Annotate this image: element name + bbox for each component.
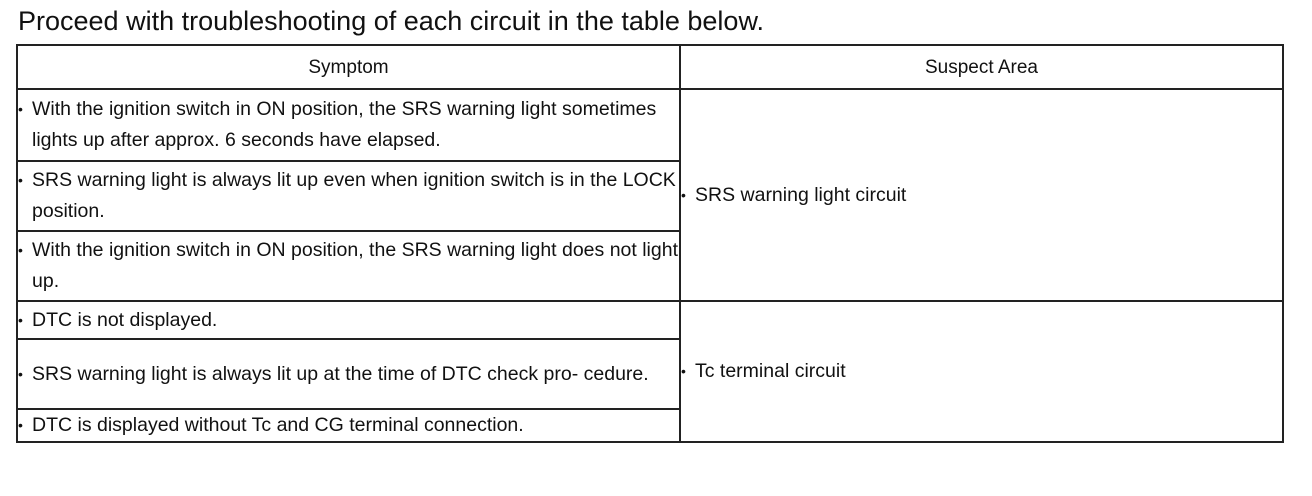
symptom-cell: • With the ignition switch in ON positio…: [16, 230, 681, 302]
symptom-text: With the ignition switch in ON position,…: [32, 239, 678, 292]
table-row: • SRS warning light is always lit up eve…: [16, 160, 1283, 232]
suspect-area-cell: • SRS warning light circuit: [679, 88, 1284, 302]
table-header-row: Symptom Suspect Area: [16, 44, 1284, 90]
symptom-cell: • SRS warning light is always lit up eve…: [16, 160, 681, 232]
suspect-area-column-header: Suspect Area: [679, 44, 1284, 90]
table-row: • DTC is not displayed. • Tc terminal ci…: [16, 300, 1284, 443]
suspect-area-cell: • Tc terminal circuit: [679, 300, 1284, 443]
table-row: • SRS warning light is always lit up at …: [16, 338, 1283, 410]
bullet-icon: •: [18, 172, 23, 188]
bullet-icon: •: [18, 242, 23, 258]
symptom-text: SRS warning light is always lit up even …: [32, 169, 676, 222]
bullet-icon: •: [681, 186, 686, 203]
symptom-cell: • DTC is displayed without Tc and CG ter…: [16, 408, 681, 443]
suspect-area-text: Tc terminal circuit: [695, 360, 846, 382]
symptom-cell: • With the ignition switch in ON positio…: [16, 88, 681, 162]
intro-heading: Proceed with troubleshooting of each cir…: [18, 6, 764, 36]
symptom-cell: • SRS warning light is always lit up at …: [16, 338, 681, 410]
symptom-text: With the ignition switch in ON position,…: [32, 98, 657, 151]
bullet-icon: •: [18, 417, 23, 433]
bullet-icon: •: [18, 101, 23, 117]
bullet-icon: •: [18, 365, 23, 382]
symptom-text: DTC is displayed without Tc and CG termi…: [32, 414, 524, 436]
symptom-text: DTC is not displayed.: [32, 308, 218, 331]
bullet-icon: •: [681, 363, 686, 379]
symptom-cell: • DTC is not displayed.: [16, 300, 681, 340]
suspect-area-text: SRS warning light circuit: [695, 183, 907, 206]
symptom-text: SRS warning light is always lit up at th…: [32, 362, 649, 385]
table-row: • With the ignition switch in ON positio…: [16, 88, 1284, 302]
bullet-icon: •: [18, 311, 23, 328]
table-row: • DTC is displayed without Tc and CG ter…: [16, 408, 1283, 443]
table-row: • With the ignition switch in ON positio…: [16, 230, 1283, 302]
symptom-column-header: Symptom: [16, 44, 681, 90]
troubleshooting-table: Symptom Suspect Area • With the ignition…: [16, 44, 1284, 443]
